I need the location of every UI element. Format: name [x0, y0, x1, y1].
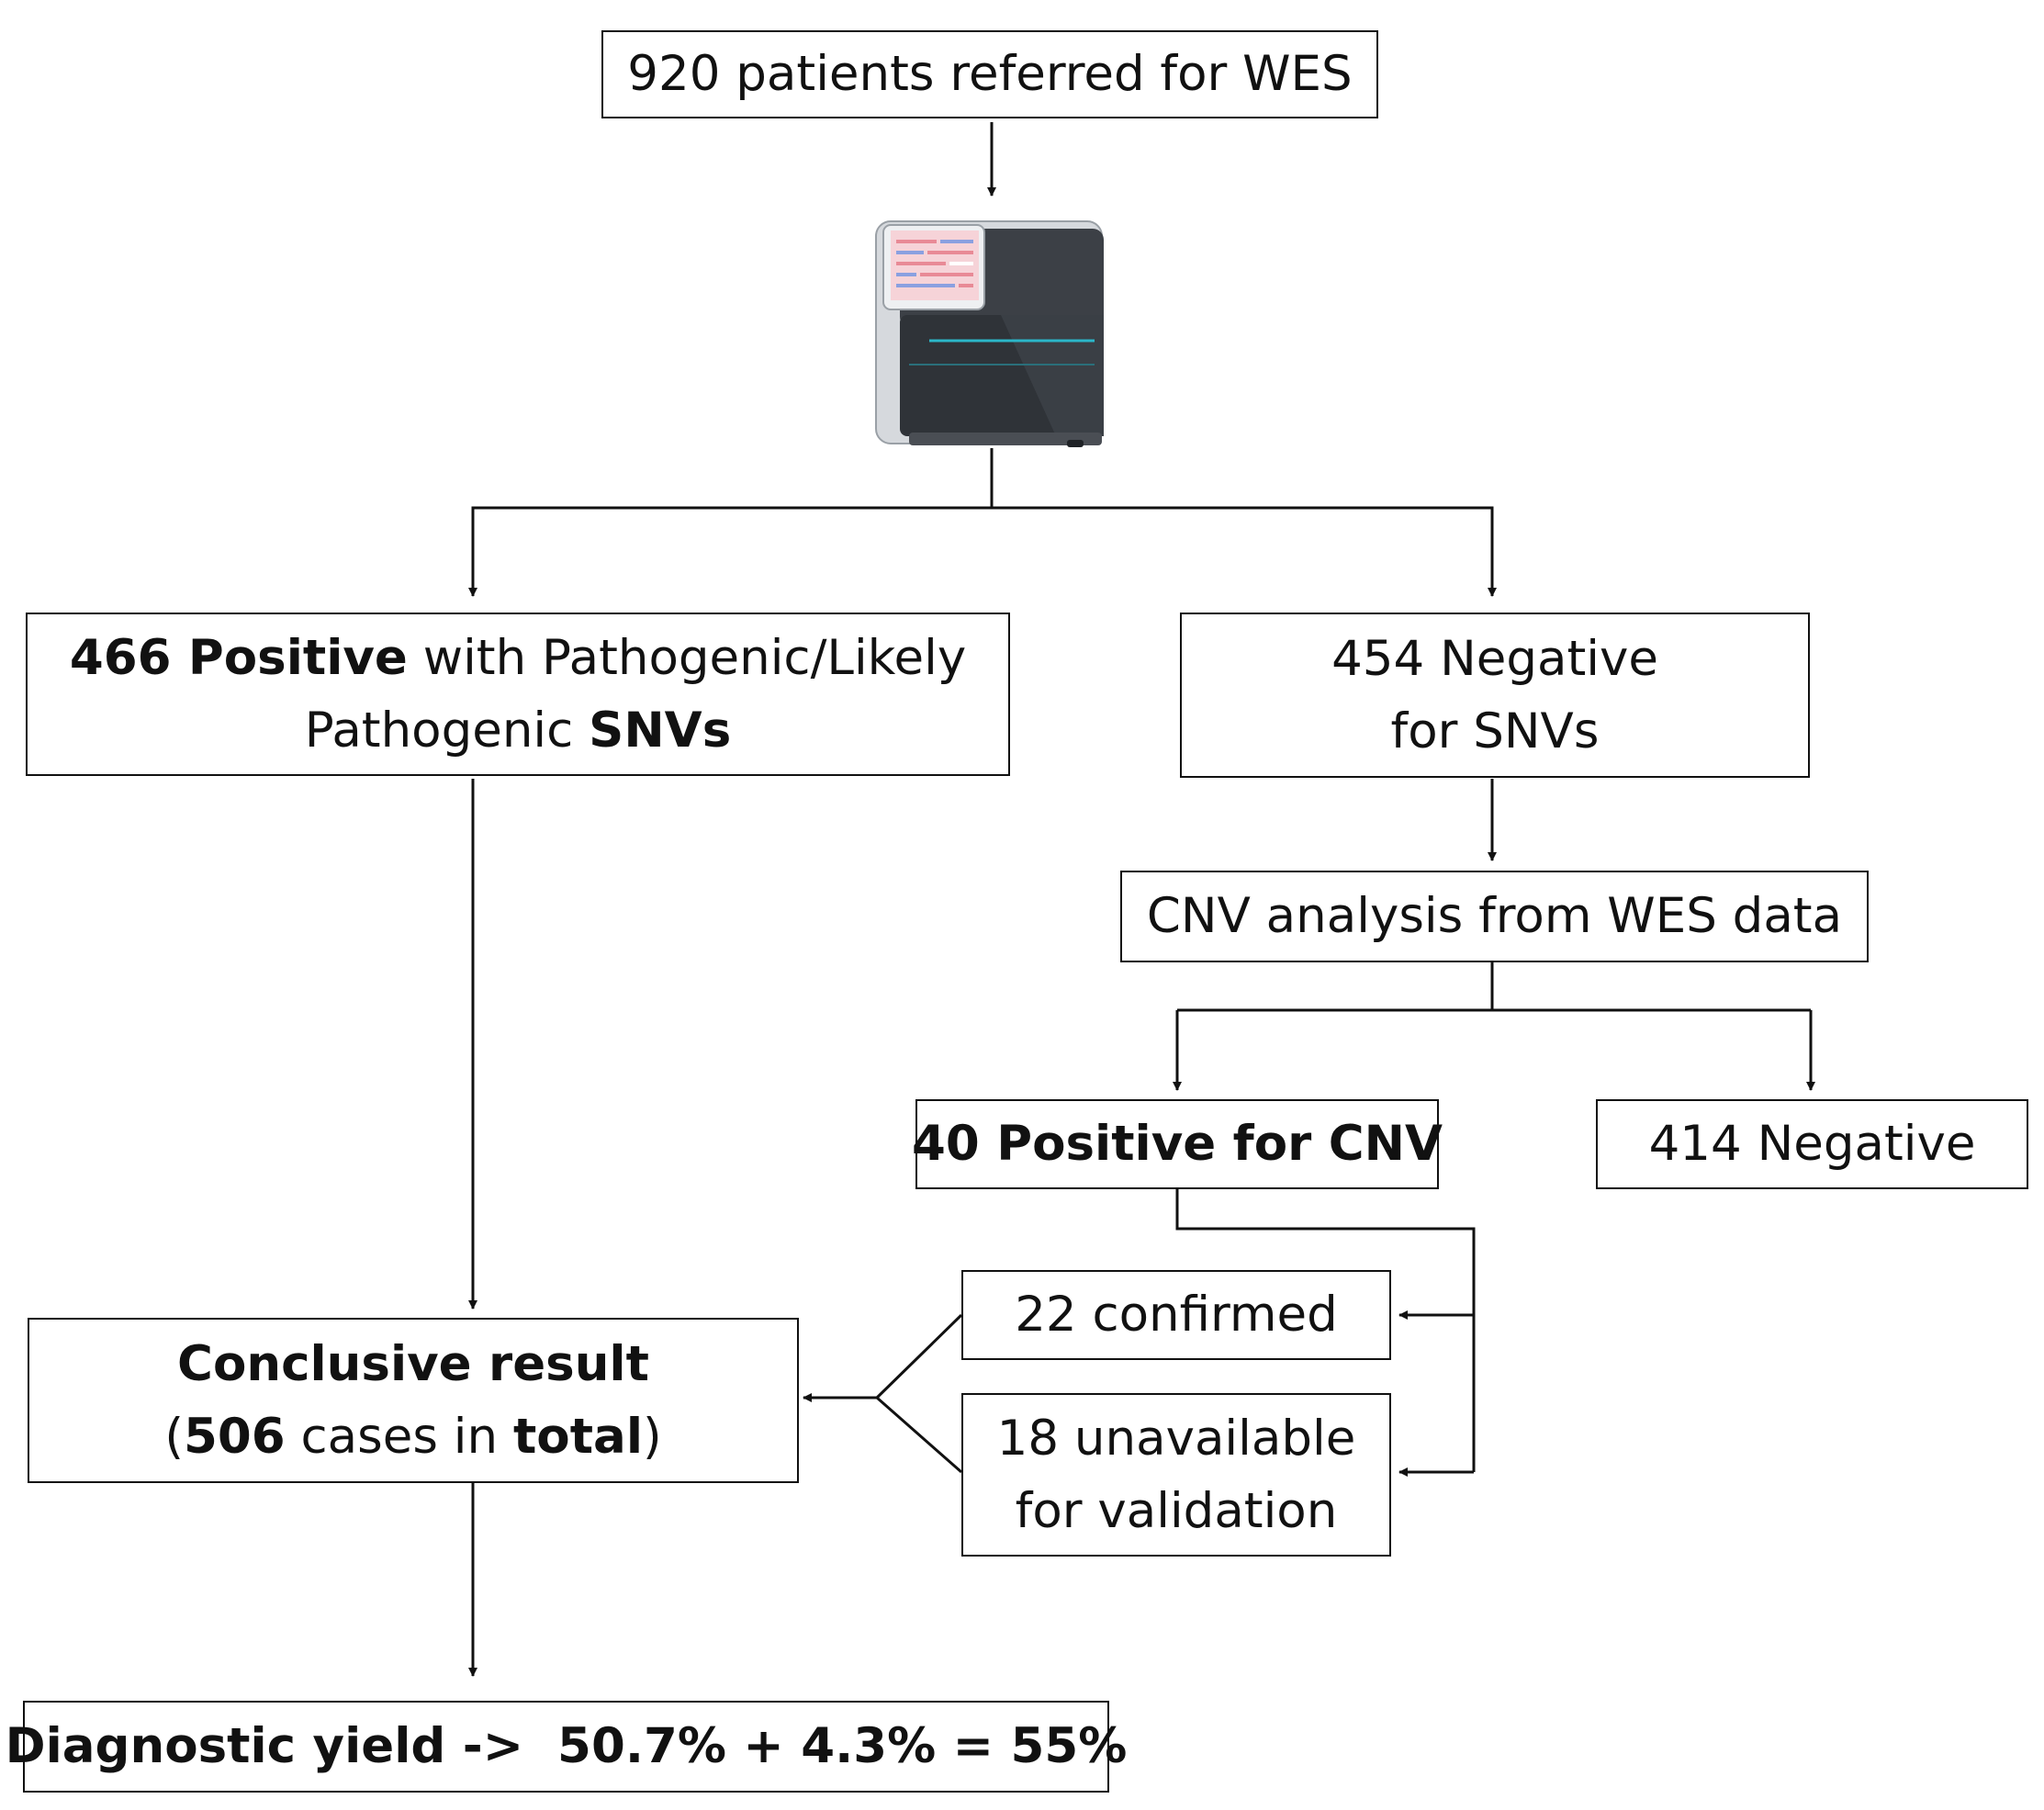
- cnv-negative-text: 414 Negative: [1648, 1116, 1976, 1173]
- box-confirmed: 22 confirmed: [961, 1270, 1391, 1360]
- box-diagnostic-yield: Diagnostic yield -> 50.7% + 4.3% = 55%: [6, 1701, 1127, 1793]
- box-cnv-analysis: CNV analysis from WES data: [1120, 871, 1869, 962]
- positive-snv-desc: with Pathogenic/Likely: [407, 629, 967, 686]
- cnv-analysis-text: CNV analysis from WES data: [1146, 888, 1843, 945]
- sequencer-screen-readout: [896, 240, 973, 287]
- cnv-positive-text: 40 Positive for CNV: [912, 1116, 1443, 1173]
- confirmed-text: 22 confirmed: [1015, 1287, 1338, 1343]
- unavailable-line-1: 18 unavailable: [996, 1410, 1356, 1467]
- box-cnv-positive: 40 Positive for CNV: [912, 1099, 1443, 1189]
- line-split-branch: [471, 506, 1494, 590]
- unavailable-line-2: for validation: [1015, 1483, 1338, 1539]
- box-positive-snv: 466 Positive with Pathogenic/Likely Path…: [26, 613, 1010, 776]
- line-cnv-positive-to-validation: [1175, 1189, 1476, 1472]
- conclusive-mid: cases in: [285, 1409, 513, 1465]
- sequencer-panel-sheen: [1001, 315, 1104, 436]
- conclusive-count: 506: [184, 1409, 286, 1465]
- sequencer-machine-icon: [875, 220, 1104, 447]
- box-negative-snv: 454 Negative for SNVs: [1180, 613, 1810, 778]
- conclusive-total-line: (506 cases in total): [164, 1400, 661, 1474]
- negative-snv-line-1: 454 Negative: [1331, 630, 1658, 687]
- patients-referred-text: 920 patients referred for WES: [627, 46, 1353, 103]
- positive-snv-count: 466 Positive: [69, 629, 408, 686]
- positive-snv-snvs: SNVs: [589, 703, 732, 759]
- sequencer-base: [909, 433, 1102, 445]
- positive-snv-desc-2: Pathogenic: [304, 703, 590, 759]
- box-unavailable: 18 unavailable for validation: [961, 1393, 1391, 1557]
- conclusive-paren-close: ): [642, 1409, 662, 1465]
- line-merge-bracket: [874, 1313, 963, 1474]
- box-patients-referred: 920 patients referred for WES: [601, 30, 1378, 118]
- positive-snv-line-1: 466 Positive with Pathogenic/Likely: [70, 622, 966, 695]
- conclusive-total: total: [512, 1409, 643, 1465]
- box-conclusive-result: Conclusive result (506 cases in total): [28, 1318, 799, 1483]
- conclusive-paren-open: (: [164, 1409, 185, 1465]
- conclusive-title: Conclusive result: [177, 1335, 649, 1392]
- box-cnv-negative: 414 Negative: [1596, 1099, 2028, 1189]
- negative-snv-line-2: for SNVs: [1390, 703, 1600, 759]
- sequencer-foot: [1067, 440, 1084, 447]
- positive-snv-line-2: Pathogenic SNVs: [305, 694, 732, 768]
- diagnostic-yield-text: Diagnostic yield -> 50.7% + 4.3% = 55%: [5, 1718, 1128, 1775]
